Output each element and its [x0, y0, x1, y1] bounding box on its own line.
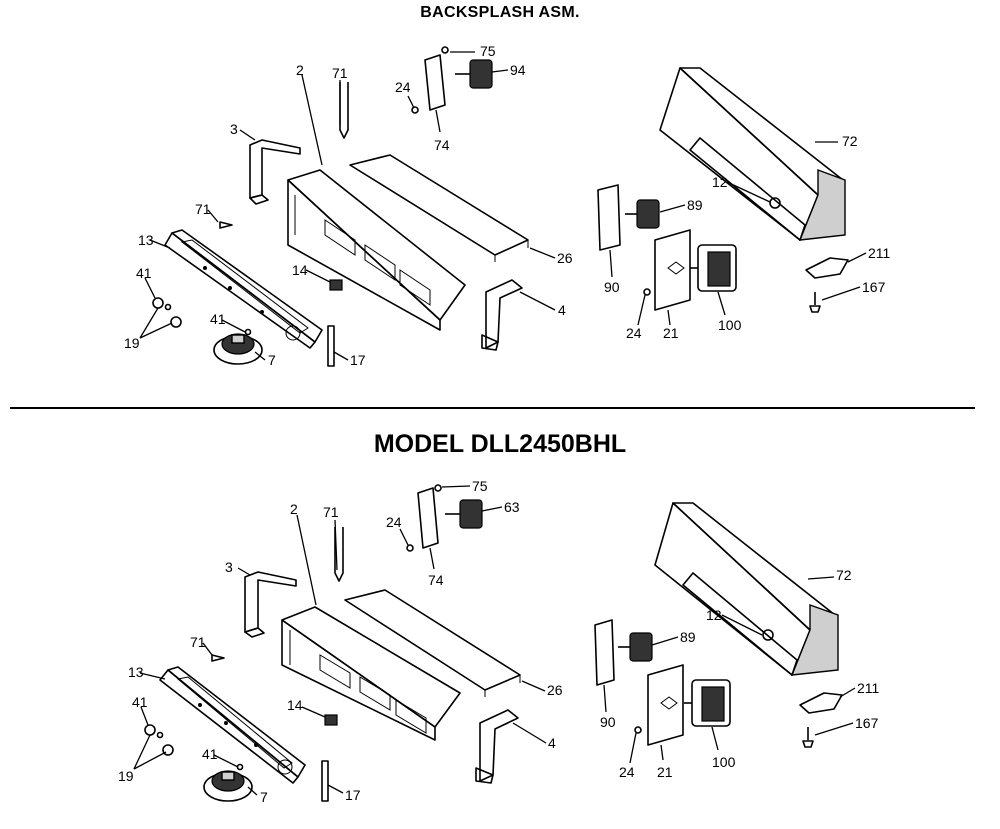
callout-71b: 71: [195, 201, 211, 217]
bracket-90: [597, 184, 621, 251]
callout-3: 3: [225, 559, 233, 575]
callout-4: 4: [558, 302, 566, 318]
callout-13: 13: [128, 664, 144, 680]
callout-19: 19: [118, 768, 134, 784]
hardware-small-parts: [144, 484, 843, 802]
left-end-cap: [244, 571, 297, 638]
callout-94: 94: [510, 62, 526, 78]
diagram-top: 75 94 2 71 24 74 72 3 12 89 71 13 26 211…: [124, 43, 891, 368]
callout-63: 63: [504, 499, 520, 515]
callout-17: 17: [345, 787, 361, 803]
motor-89: [618, 632, 653, 662]
knob: [203, 770, 253, 802]
callout-17: 17: [350, 352, 366, 368]
bracket-74: [417, 487, 439, 549]
assembly-title: BACKSPLASH ASM.: [420, 4, 580, 21]
backsplash-body: [287, 169, 466, 331]
callout-100: 100: [718, 317, 742, 333]
leader-lines: [133, 485, 856, 796]
callout-2: 2: [290, 501, 298, 517]
callout-211: 211: [857, 680, 880, 696]
callout-41: 41: [136, 265, 152, 281]
callout-41b: 41: [210, 311, 226, 327]
top-cover: [654, 502, 839, 676]
callout-12: 12: [706, 607, 722, 623]
callout-7: 7: [260, 789, 268, 805]
callout-75: 75: [472, 478, 488, 494]
hardware-small-parts: [152, 46, 849, 367]
callout-72: 72: [836, 567, 852, 583]
callout-12: 12: [712, 174, 728, 190]
motor-63: [445, 499, 483, 529]
callout-74: 74: [428, 572, 444, 588]
callout-41b: 41: [202, 746, 218, 762]
callout-24b: 24: [626, 325, 642, 341]
callout-14: 14: [287, 697, 303, 713]
callout-41: 41: [132, 694, 148, 710]
callout-13: 13: [138, 232, 154, 248]
section-divider: [10, 407, 975, 409]
callout-24: 24: [395, 79, 411, 95]
callout-71b: 71: [190, 634, 206, 650]
callout-71: 71: [332, 65, 348, 81]
callout-89: 89: [687, 197, 703, 213]
mounting-plate: [654, 229, 691, 311]
top-trim: [349, 154, 529, 262]
control-panel: [159, 666, 306, 784]
top-cover: [659, 67, 846, 241]
callout-24b: 24: [619, 764, 635, 780]
diagram-bottom: 75 63 2 71 24 74 72 3 12 89 71 13 26 211…: [118, 478, 880, 805]
knob: [213, 333, 263, 365]
right-end-cap: [475, 709, 519, 784]
timer-100: [690, 244, 737, 292]
callouts-bottom: 75 63 2 71 24 74 72 3 12 89 71 13 26 211…: [118, 478, 880, 805]
motor-89: [625, 199, 660, 229]
callout-89: 89: [680, 629, 696, 645]
callout-74: 74: [434, 137, 450, 153]
model-title: MODEL DLL2450BHL: [373, 430, 627, 458]
callout-167: 167: [855, 715, 879, 731]
callout-21: 21: [657, 764, 673, 780]
control-panel: [164, 229, 323, 349]
callout-24: 24: [386, 514, 402, 530]
bracket-74: [424, 54, 446, 111]
bracket-90: [594, 619, 615, 686]
callout-72: 72: [842, 133, 858, 149]
callout-71: 71: [323, 504, 339, 520]
callout-19: 19: [124, 335, 140, 351]
callout-90: 90: [600, 714, 616, 730]
callouts-top: 75 94 2 71 24 74 72 3 12 89 71 13 26 211…: [124, 43, 891, 368]
timer-100: [684, 679, 731, 727]
callout-75: 75: [480, 43, 496, 59]
callout-7: 7: [268, 352, 276, 368]
left-end-cap: [249, 139, 301, 205]
mounting-plate: [647, 664, 684, 746]
callout-26: 26: [557, 250, 573, 266]
callout-3: 3: [230, 121, 238, 137]
callout-2: 2: [296, 62, 304, 78]
callout-26: 26: [547, 682, 563, 698]
backsplash-body: [281, 606, 461, 741]
callout-211: 211: [868, 245, 891, 261]
callout-21: 21: [663, 325, 679, 341]
callout-167: 167: [862, 279, 886, 295]
leader-lines: [139, 51, 867, 361]
callout-14: 14: [292, 262, 308, 278]
callout-100: 100: [712, 754, 736, 770]
top-trim: [344, 589, 521, 697]
callout-90: 90: [604, 279, 620, 295]
right-end-cap: [481, 279, 523, 351]
callout-4: 4: [548, 735, 556, 751]
motor-94: [455, 59, 493, 89]
